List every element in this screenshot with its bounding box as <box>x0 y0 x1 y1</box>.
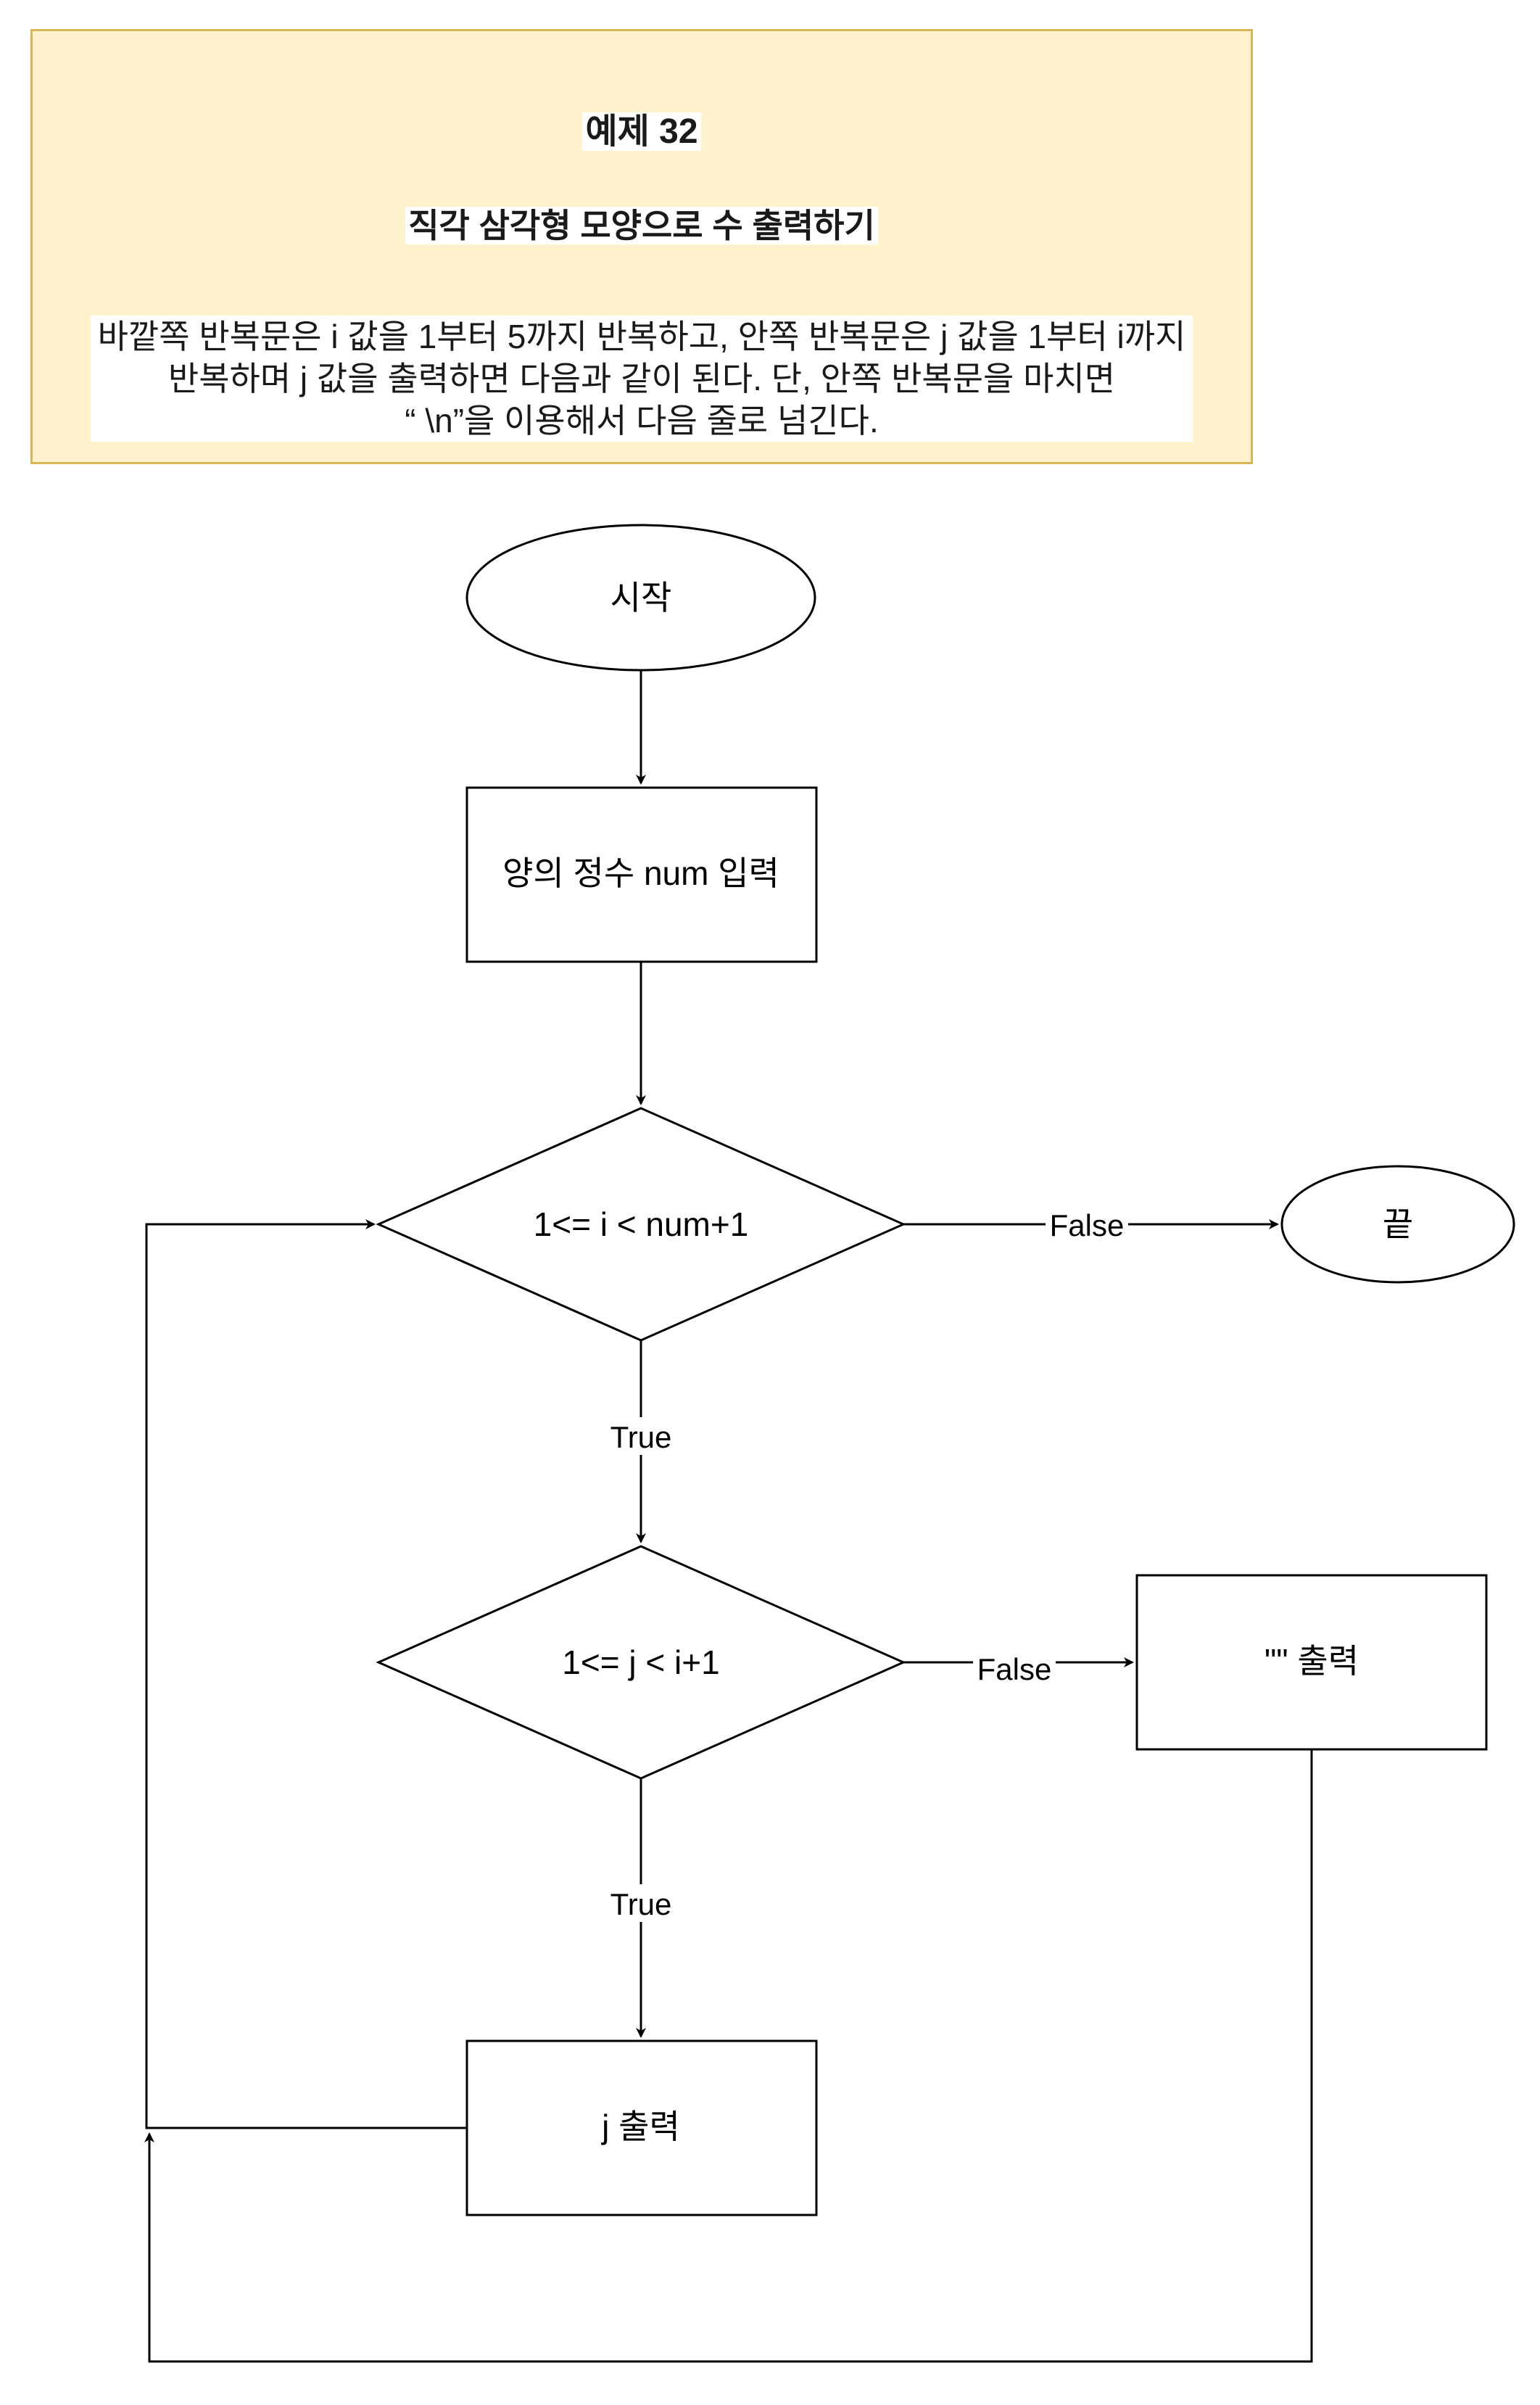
problem-description: 바깥쪽 반복문은 i 값을 1부터 5까지 반복하고, 안쪽 반복문은 j 값을… <box>33 315 1251 442</box>
edge-label-bg <box>973 1651 1056 1688</box>
description-line: 바깥쪽 반복문은 i 값을 1부터 5까지 반복하고, 안쪽 반복문은 j 값을… <box>91 315 1193 358</box>
problem-header-box: 예제 32 직각 삼각형 모양으로 수 출력하기 바깥쪽 반복문은 i 값을 1… <box>30 29 1253 464</box>
outer-condition-label: 1<= i < num+1 <box>534 1205 749 1243</box>
inner-false-label: False <box>977 1652 1052 1686</box>
inner-true-label: True <box>610 1887 672 1921</box>
newline-output-label: "" 출력 <box>1264 1642 1359 1680</box>
edge-j-output-loop-to-outer-condition <box>145 1219 467 2129</box>
newline-output-node: "" 출력 <box>1135 1574 1488 1751</box>
description-line: 반복하며 j 값을 출력하면 다음과 같이 된다. 단, 안쪽 반복문을 마치면 <box>91 358 1193 400</box>
outer-true-label: True <box>610 1420 672 1454</box>
inner-condition-node: 1<= j < i+1 <box>376 1545 906 1780</box>
outer-false-label: False <box>1050 1208 1125 1242</box>
problem-title: 예제 32 <box>33 102 1251 153</box>
outer-condition-node: 1<= i < num+1 <box>376 1107 906 1342</box>
edge-newline-loop-back <box>144 1749 1313 2363</box>
inner-condition-label: 1<= j < i+1 <box>562 1643 719 1681</box>
j-output-node: j 출력 <box>465 2039 818 2216</box>
edge-label-bg <box>606 1884 676 1922</box>
input-label: 양의 정수 num 입력 <box>502 854 779 892</box>
edge-label-bg <box>1046 1205 1128 1243</box>
end-node: 끝 <box>1280 1165 1515 1284</box>
j-output-label: j 출력 <box>600 2108 680 2145</box>
start-node: 시작 <box>465 524 816 672</box>
problem-subtitle: 직각 삼각형 모양으로 수 출력하기 <box>33 199 1251 247</box>
end-label: 끝 <box>1383 1205 1413 1243</box>
start-label: 시작 <box>610 579 672 616</box>
input-node: 양의 정수 num 입력 <box>465 786 818 963</box>
description-line: “ \n”을 이용해서 다음 줄로 넘긴다. <box>91 400 1193 442</box>
edge-label-bg <box>606 1417 676 1455</box>
